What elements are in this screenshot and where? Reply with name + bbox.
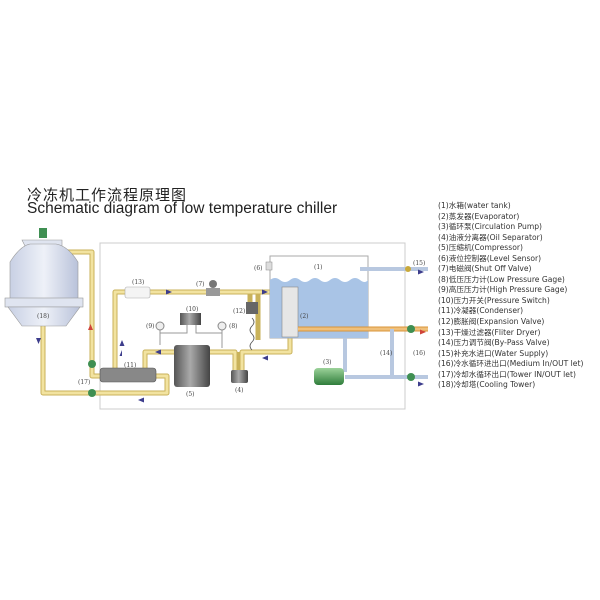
water-tank: (1) (6) (2) — [254, 255, 369, 339]
legend-item: (17)冷却水循环出口(Tower IN/OUT let) — [438, 369, 576, 379]
evaporator-plates — [281, 286, 299, 338]
legend-item: (9)高压压力计(High Pressure Gage) — [438, 285, 568, 295]
fan-motor-icon — [39, 228, 47, 238]
capillary-coil — [249, 317, 255, 351]
unit-frame — [99, 242, 406, 410]
legend-item: (6)液位控制器(Level Sensor) — [438, 253, 542, 263]
cooling-tower: (18) — [4, 228, 84, 327]
legend-item: (13)干燥过滤器(Fliter Dryer) — [438, 327, 541, 337]
component-legend: (1)水箱(water tank) (2)蒸发器(Evaporator) (3)… — [438, 201, 583, 391]
label-cooling-tower: (18) — [37, 313, 49, 320]
legend-item: (10)压力开关(Pressure Switch) — [438, 295, 550, 305]
label-expansion-valve: (12) — [233, 308, 245, 315]
legend-item: (1)水箱(water tank) — [438, 201, 511, 210]
condenser — [99, 367, 157, 383]
label-compressor: (5) — [186, 391, 195, 398]
label-medium-inout: (16) — [413, 350, 425, 357]
level-sensor-icon — [265, 261, 273, 271]
circulation-pump — [314, 368, 344, 385]
compressor — [174, 345, 210, 387]
filter-dryer — [124, 286, 151, 299]
valve-icons — [88, 266, 415, 397]
label-high-gage: (9) — [146, 323, 155, 330]
legend-item: (14)压力调节阀(By-Pass Valve) — [438, 338, 550, 348]
shut-off-valve — [206, 288, 220, 296]
water-pipes — [343, 267, 428, 379]
legend-item: (3)循环泵(Circulation Pump) — [438, 222, 543, 232]
low-pressure-gage-icon — [217, 321, 227, 331]
label-condenser: (11) — [124, 362, 136, 369]
label-filter-dryer: (13) — [132, 279, 144, 286]
legend-item: (7)电磁阀(Shut Off Valve) — [438, 264, 532, 274]
title-english: Schematic diagram of low temperature chi… — [27, 200, 338, 217]
flow-arrow-icons — [36, 269, 424, 403]
legend-item: (8)低压压力计(Low Pressure Gage) — [438, 274, 565, 284]
high-pressure-gage-icon — [155, 321, 165, 331]
expansion-valve — [246, 302, 258, 314]
legend-item: (2)蒸发器(Evaporator) — [438, 211, 520, 221]
label-tower-inout: (17) — [78, 379, 90, 386]
legend-item: (12)膨胀阀(Expansion Valve) — [438, 317, 545, 327]
label-low-gage: (8) — [229, 323, 238, 330]
legend-item: (16)冷水循环进出口(Medium In/OUT let) — [438, 359, 584, 369]
legend-item: (11)冷凝器(Condenser) — [438, 306, 524, 316]
label-evaporator: (2) — [300, 313, 309, 320]
label-level-sensor: (6) — [254, 265, 263, 272]
label-pump: (3) — [323, 359, 332, 366]
label-pressure-switch: (10) — [186, 306, 198, 313]
legend-item: (15)补充水进口(Water Supply) — [438, 348, 549, 358]
legend-item: (18)冷却塔(Cooling Tower) — [438, 380, 536, 390]
oil-separator — [231, 370, 248, 383]
label-tank: (1) — [314, 264, 323, 271]
pressure-switch — [180, 313, 201, 325]
legend-item: (5)压缩机(Compressor) — [438, 243, 523, 253]
legend-item: (4)油液分离器(Oil Separator) — [438, 232, 543, 242]
label-water-supply: (15) — [413, 260, 425, 267]
label-oil-separator: (4) — [235, 387, 244, 394]
title-chinese: 冷冻机工作流程原理图 — [27, 186, 188, 204]
label-shut-off-valve: (7) — [196, 281, 205, 288]
label-bypass-valve: (14) — [380, 350, 392, 357]
